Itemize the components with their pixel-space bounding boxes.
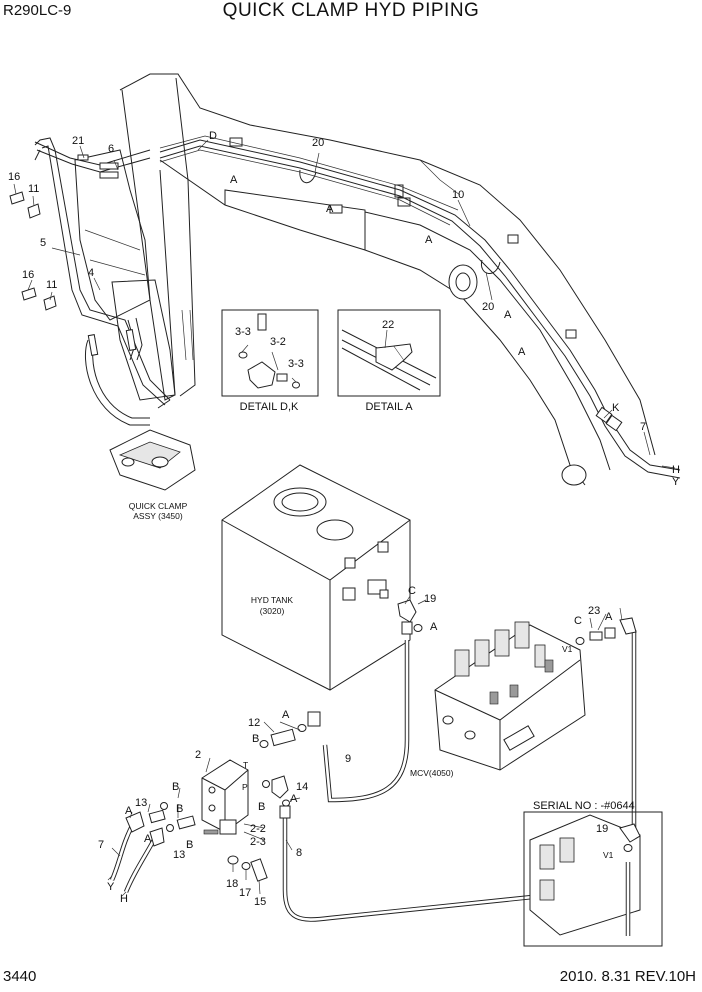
leader-lines xyxy=(13,139,676,897)
callout-23: 23 xyxy=(588,605,600,617)
letter-y-top: Y xyxy=(672,476,680,488)
callout-3-3-left: 3-3 xyxy=(235,326,251,338)
letter-c-mcv: C xyxy=(574,615,582,627)
port-letters: D A A A A A K H Y C A C A A B B B B A A … xyxy=(107,130,680,905)
callout-12: 12 xyxy=(248,717,260,729)
letter-a-mcv: A xyxy=(605,611,613,623)
boom-drawing xyxy=(74,73,656,486)
mcv-label: MCV(4050) xyxy=(410,768,454,778)
letter-a-4: A xyxy=(504,309,512,321)
letter-b-valve: B xyxy=(252,733,259,745)
letter-b-fitting: B xyxy=(186,839,193,851)
callout-20-upper: 20 xyxy=(312,137,324,149)
letter-h-bottom: H xyxy=(120,893,128,905)
callout-6: 6 xyxy=(108,143,114,155)
letter-a-right: A xyxy=(290,793,298,805)
callout-numbers: 21 6 16 11 5 4 16 11 20 10 20 7 3-3 3-2 … xyxy=(8,135,646,908)
callout-4: 4 xyxy=(88,267,94,279)
left-hoses xyxy=(9,137,171,426)
letter-a-3: A xyxy=(425,234,433,246)
serial-inset xyxy=(523,811,663,947)
callout-17: 17 xyxy=(239,887,251,899)
letter-k: K xyxy=(612,402,620,414)
callout-7-upper: 7 xyxy=(640,421,646,433)
letter-a-left-lower: A xyxy=(144,833,152,845)
letter-a-tank: A xyxy=(430,621,438,633)
callout-21: 21 xyxy=(72,135,84,147)
page-number: 3440 xyxy=(3,968,37,985)
callout-19-inset: 19 xyxy=(596,823,608,835)
callout-3-2: 3-2 xyxy=(270,336,286,348)
hyd-tank xyxy=(221,464,411,691)
letter-y-bottom: Y xyxy=(107,881,115,893)
callout-2-3: 2-3 xyxy=(250,836,266,848)
letter-a-valve: A xyxy=(282,709,290,721)
callout-16-upper: 16 xyxy=(8,171,20,183)
callout-2-2: 2-2 xyxy=(250,823,266,835)
callout-20-lower: 20 xyxy=(482,301,494,313)
callout-9: 9 xyxy=(345,753,351,765)
letter-h-top: H xyxy=(672,464,680,476)
detail-dk-label: DETAIL D,K xyxy=(240,401,299,413)
component-labels: QUICK CLAMP ASSY (3450) HYD TANK (3020) … xyxy=(129,401,635,812)
letter-a-2: A xyxy=(326,203,334,215)
quick-clamp-label-line2: ASSY (3450) xyxy=(133,511,183,521)
detail-a-box xyxy=(337,309,441,397)
quick-clamp-label-line1: QUICK CLAMP xyxy=(129,501,188,511)
page-title: QUICK CLAMP HYD PIPING xyxy=(222,0,480,21)
letter-b-left-lower: B xyxy=(176,803,183,815)
detail-a-label: DETAIL A xyxy=(365,401,413,413)
quick-clamp-assy xyxy=(109,429,196,491)
serial-note: SERIAL NO : -#0644 xyxy=(533,800,635,812)
port-v1-inset: V1 xyxy=(603,850,614,860)
callout-5: 5 xyxy=(40,237,46,249)
letter-b-left-upper: B xyxy=(172,781,179,793)
mcv-valve xyxy=(434,621,586,771)
port-v1: V1 xyxy=(562,644,573,654)
detail-dk-box xyxy=(221,309,319,397)
callout-13-lower: 13 xyxy=(173,849,185,861)
callout-22: 22 xyxy=(382,319,394,331)
model-label: R290LC-9 xyxy=(3,2,72,19)
letter-a-5: A xyxy=(518,346,526,358)
callout-14: 14 xyxy=(296,781,308,793)
callout-3-3-right: 3-3 xyxy=(288,358,304,370)
letter-a-left: A xyxy=(125,805,133,817)
boom-pipes xyxy=(159,135,681,479)
callout-15: 15 xyxy=(254,896,266,908)
callout-18: 18 xyxy=(226,878,238,890)
callout-16-lower: 16 xyxy=(22,269,34,281)
letter-a-1: A xyxy=(230,174,238,186)
letter-d: D xyxy=(209,130,217,142)
port-t: T xyxy=(243,760,248,770)
letter-b-right: B xyxy=(258,801,265,813)
callout-11-lower: 11 xyxy=(46,279,57,291)
callout-10: 10 xyxy=(452,189,464,201)
callout-7-lower: 7 xyxy=(98,839,104,851)
callout-13-upper: 13 xyxy=(135,797,147,809)
port-p: P xyxy=(242,782,248,792)
callout-11-upper: 11 xyxy=(28,183,39,195)
hyd-tank-label-line1: HYD TANK xyxy=(251,595,294,605)
letter-c-tank: C xyxy=(408,585,416,597)
callout-19: 19 xyxy=(424,593,436,605)
callout-8: 8 xyxy=(296,847,302,859)
date-revision: 2010. 8.31 REV.10H xyxy=(559,968,696,985)
hyd-tank-label-line2: (3020) xyxy=(260,606,285,616)
callout-2: 2 xyxy=(195,749,201,761)
